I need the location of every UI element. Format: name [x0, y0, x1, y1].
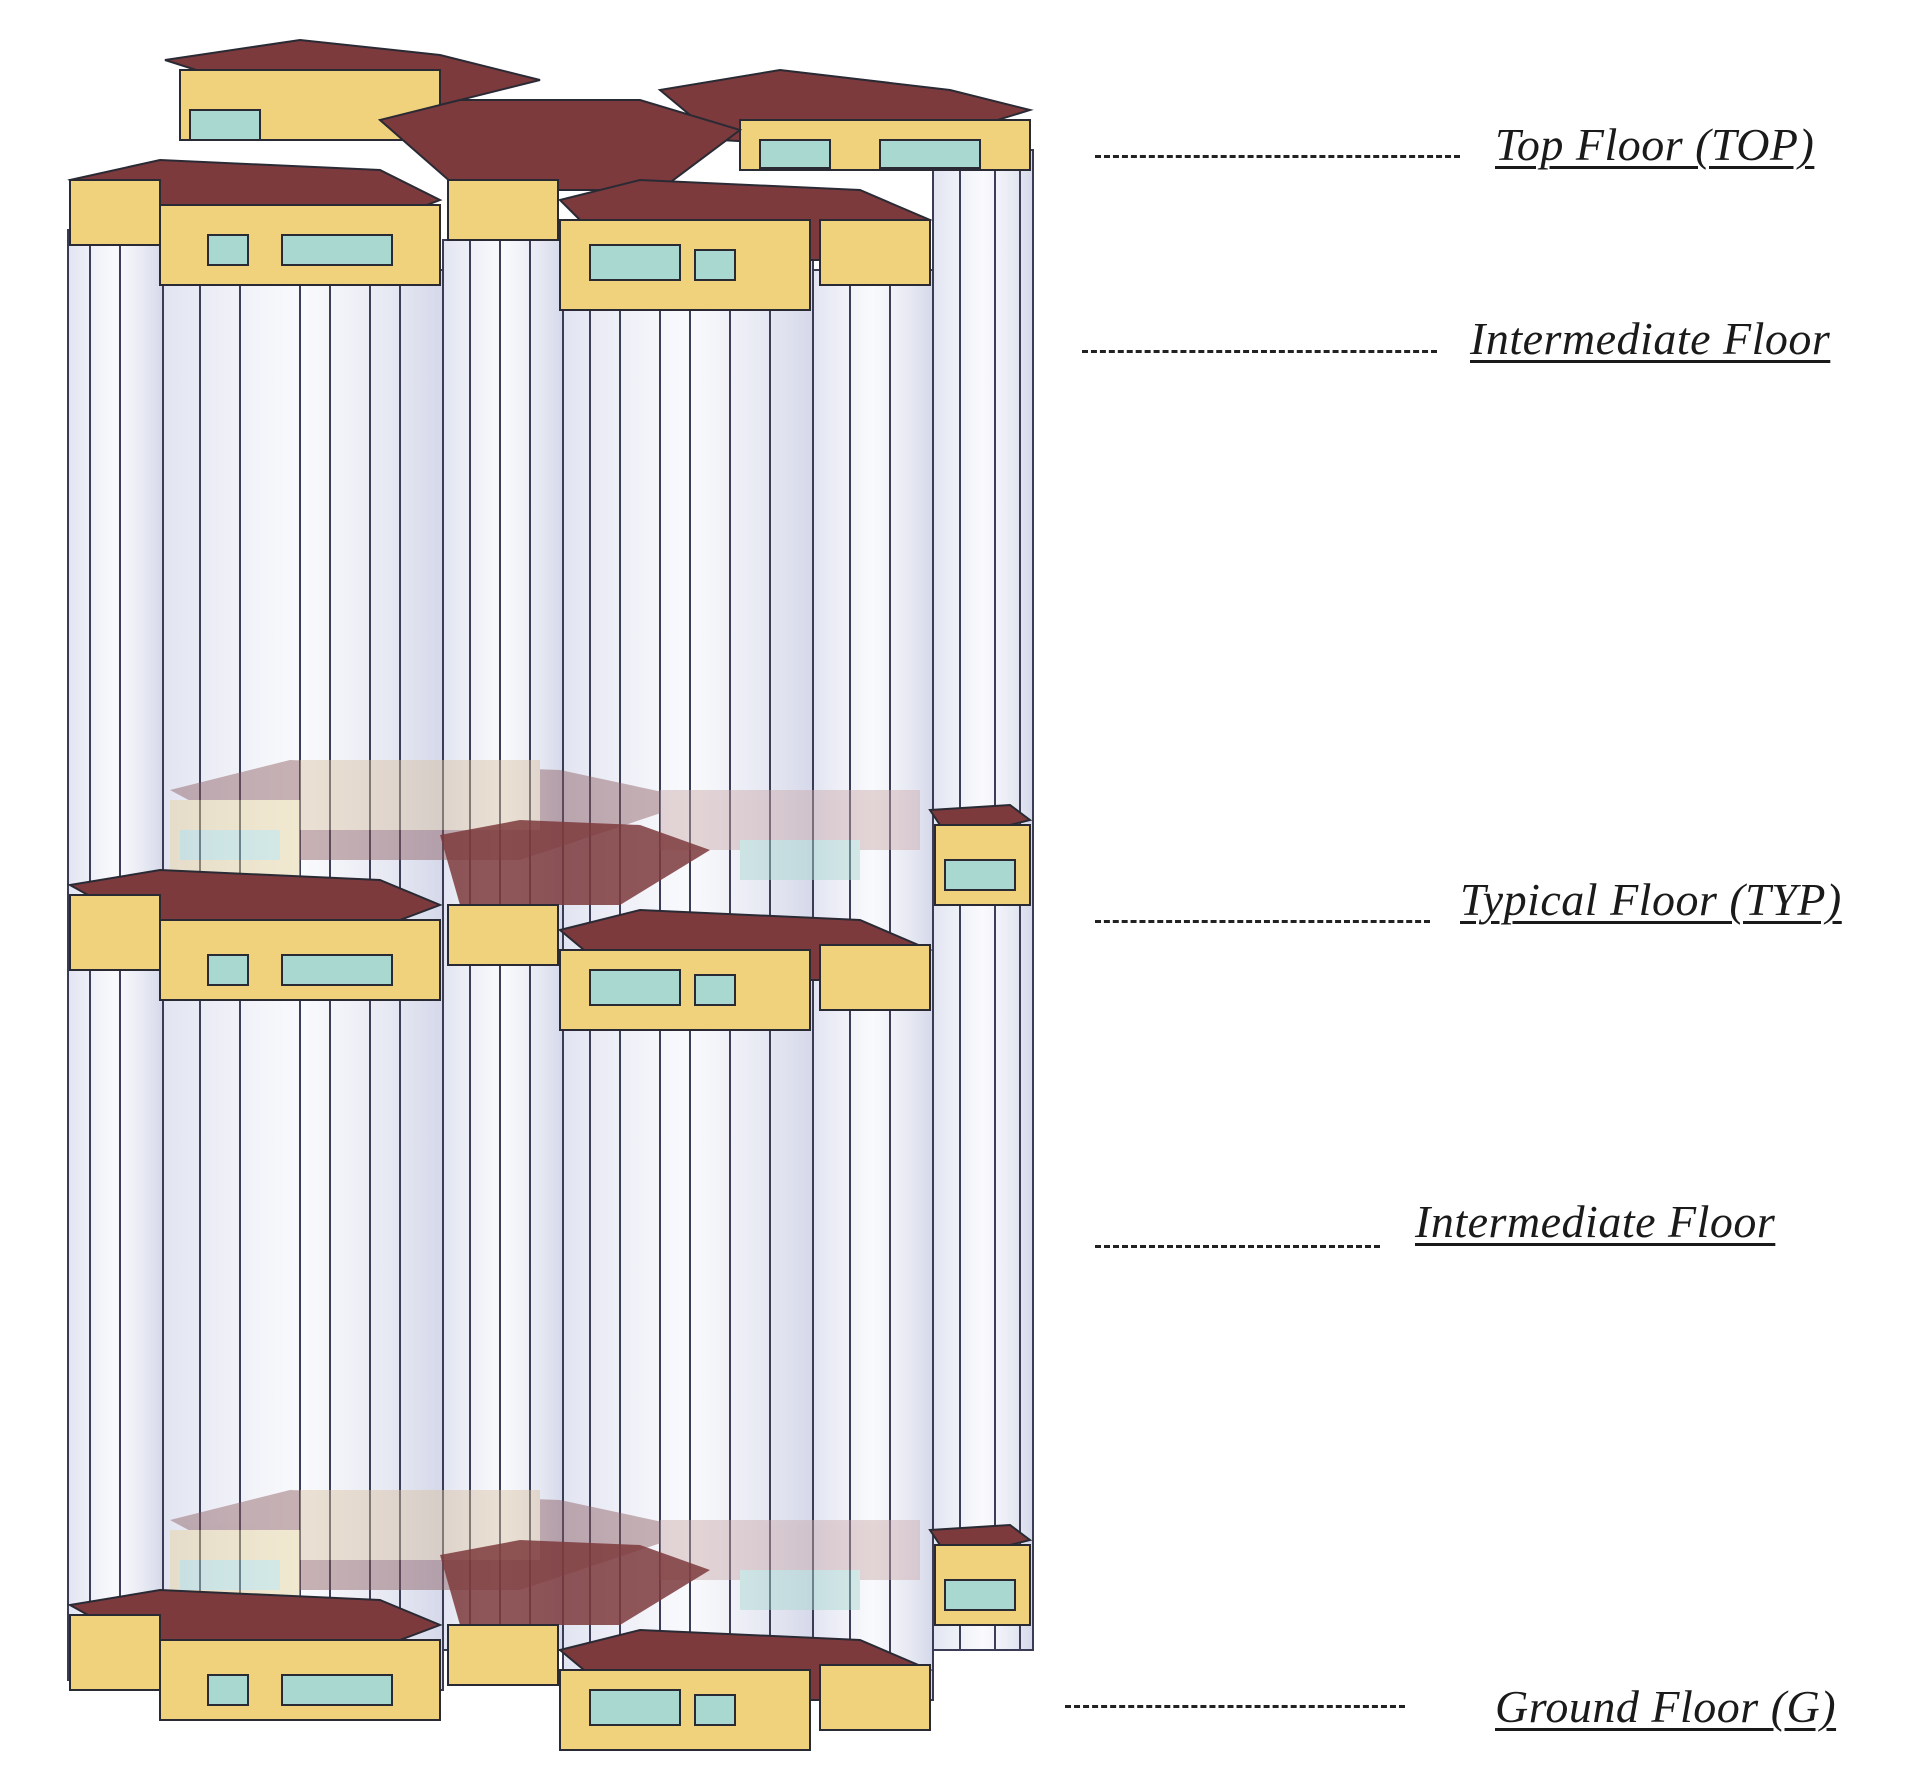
core-slab-typical	[440, 820, 710, 966]
label-ground-floor: Ground Floor (G)	[1495, 1681, 1837, 1732]
leader-typical	[1095, 920, 1430, 923]
ground-floor-slab	[67, 1523, 1033, 1751]
label-intermediate-floor-upper: Intermediate Floor	[1470, 313, 1831, 364]
top-floor-slab	[67, 38, 1034, 311]
label-intermediate-floor-lower: Intermediate Floor	[1415, 1196, 1776, 1247]
leader-ground	[1065, 1705, 1405, 1708]
label-typical-floor: Typical Floor (TYP)	[1460, 874, 1842, 925]
leader-top	[1095, 155, 1460, 158]
typical-floor-slab	[67, 803, 1033, 1031]
leader-intermediate-lower	[1095, 1245, 1380, 1248]
leader-intermediate-upper	[1082, 350, 1437, 353]
label-top-floor: Top Floor (TOP)	[1495, 119, 1815, 170]
core-slab-ground	[440, 1540, 710, 1686]
